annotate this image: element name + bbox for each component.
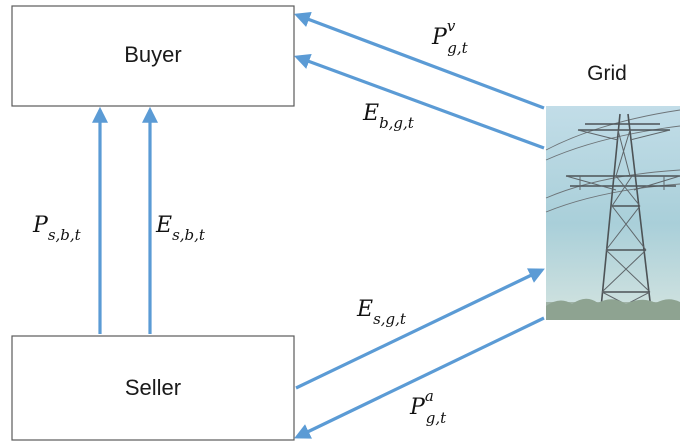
- arrow-p-ga: [294, 316, 545, 439]
- label-e-sg: Es,g,t: [356, 297, 407, 328]
- buyer-box: [11, 5, 295, 107]
- arrow-e-bg: [293, 53, 545, 150]
- flow-arrows: [92, 12, 545, 439]
- label-e-bg: Eb,g,t: [362, 101, 415, 132]
- label-e-sb: Es,b,t: [155, 213, 206, 244]
- grid-label: Grid: [587, 62, 627, 85]
- buyer-node: Buyer: [11, 5, 295, 107]
- seller-label: Seller: [125, 375, 181, 400]
- power-tower-icon: [545, 106, 680, 320]
- arrow-p-gv: [294, 12, 545, 110]
- label-p-sb: Ps,b,t: [32, 213, 82, 244]
- seller-box: [11, 335, 295, 441]
- buyer-label: Buyer: [124, 42, 181, 67]
- grid-node: Grid: [545, 62, 680, 320]
- arrow-e-sg: [295, 268, 545, 390]
- seller-node: Seller: [11, 335, 295, 441]
